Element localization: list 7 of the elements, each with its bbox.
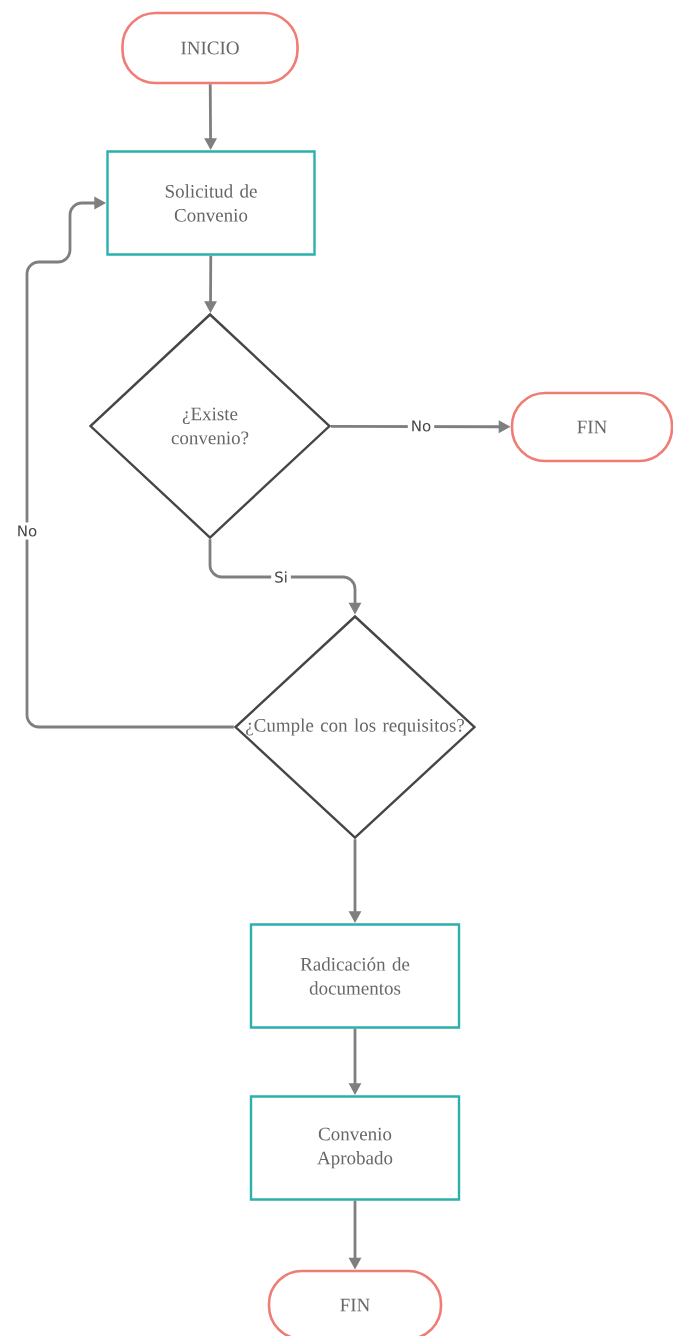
edge-label: Si xyxy=(271,568,291,586)
process-box: Radicación de documentos xyxy=(249,923,461,1029)
process-box: Convenio Aprobado xyxy=(249,1095,461,1201)
process-box: Solicitud de Convenio xyxy=(106,150,316,256)
edge-label: No xyxy=(13,522,41,540)
arrow xyxy=(25,196,234,729)
edge-label: No xyxy=(407,417,435,435)
